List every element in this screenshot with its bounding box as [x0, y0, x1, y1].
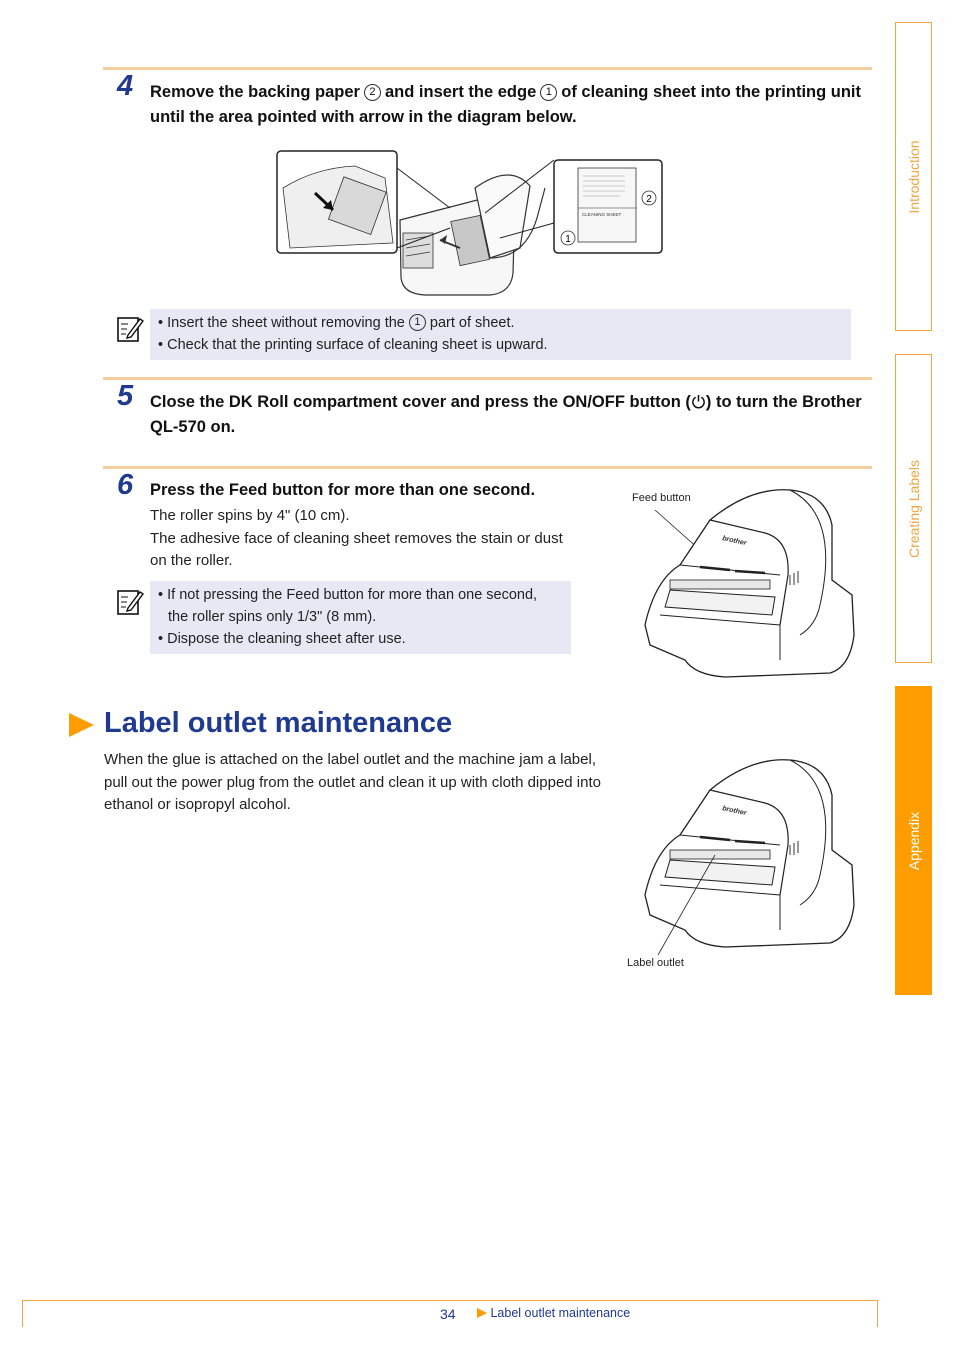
cleaning-sheet-diagram: CLEANING SHEET 2 1	[276, 150, 663, 296]
footer-frame	[22, 1300, 878, 1327]
tab-introduction[interactable]: Introduction	[895, 22, 932, 331]
printer-feed-illustration: brother	[644, 489, 855, 678]
step6-number: 6	[117, 469, 134, 501]
footer-arrow-icon	[477, 1308, 487, 1318]
step6-heading: Press the Feed button for more than one …	[150, 481, 536, 499]
circle-1-icon: 1	[408, 314, 426, 331]
step5-heading: Close the DK Roll compartment cover and …	[150, 393, 862, 436]
footer-link-label: Label outlet maintenance	[490, 1306, 631, 1320]
memo-icon	[117, 317, 144, 342]
step6-rule	[103, 466, 872, 469]
tab-creating-labels-label: Creating Labels	[905, 459, 922, 558]
svg-text:2: 2	[646, 194, 652, 205]
step5-rule	[103, 377, 872, 380]
note2-line1b: the roller spins only 1/3" (8 mm).	[168, 609, 377, 625]
label-outlet-caption: Label outlet	[627, 957, 684, 969]
note-box-2: • If not pressing the Feed button for mo…	[150, 581, 571, 654]
svg-text:CLEANING SHEET: CLEANING SHEET	[582, 212, 622, 217]
step4-number: 4	[117, 70, 134, 102]
svg-text:1: 1	[565, 234, 571, 245]
note1-line2: • Check that the printing surface of cle…	[158, 337, 548, 353]
note2-line2: • Dispose the cleaning sheet after use.	[158, 631, 406, 647]
memo-icon	[117, 590, 144, 615]
tab-appendix[interactable]: Appendix	[895, 686, 932, 995]
step4-rule	[103, 67, 872, 70]
page-number: 34	[440, 1306, 456, 1322]
tab-introduction-label: Introduction	[905, 139, 922, 214]
section-arrow-icon	[69, 713, 94, 737]
section-title: Label outlet maintenance	[104, 707, 453, 739]
feed-button-caption: Feed button	[632, 492, 691, 504]
power-icon	[692, 394, 705, 409]
section-body: When the glue is attached on the label o…	[104, 751, 601, 813]
printer-outlet-illustration: brother	[644, 759, 855, 955]
circle-1-icon: 1	[540, 84, 558, 101]
step5-number: 5	[117, 380, 134, 412]
note2-line1: • If not pressing the Feed button for mo…	[158, 587, 538, 603]
tab-creating-labels[interactable]: Creating Labels	[895, 354, 932, 663]
tab-appendix-label: Appendix	[905, 811, 922, 870]
step6-body: The roller spins by 4" (10 cm). The adhe…	[150, 507, 563, 569]
circle-2-icon: 2	[363, 84, 381, 101]
footer-link[interactable]: Label outlet maintenance	[477, 1306, 630, 1320]
